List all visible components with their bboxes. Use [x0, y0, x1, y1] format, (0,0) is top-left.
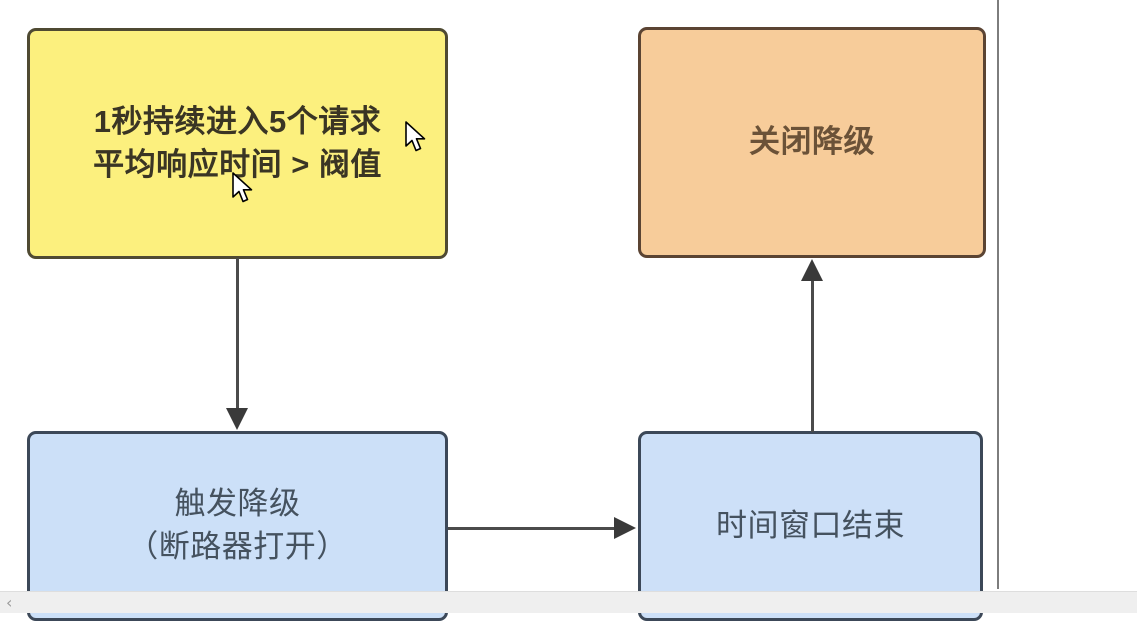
- edge-line: [236, 258, 239, 414]
- edge-line: [811, 280, 814, 432]
- flow-node-window-end[interactable]: 时间窗口结束: [638, 431, 983, 621]
- arrowhead-right-icon: [614, 517, 636, 539]
- edge-line: [448, 527, 620, 530]
- arrowhead-down-icon: [226, 408, 248, 430]
- flow-node-condition[interactable]: 1秒持续进入5个请求 平均响应时间 > 阀值: [27, 28, 448, 259]
- vertical-divider: [997, 0, 999, 589]
- mouse-cursor-primary: [404, 121, 430, 155]
- bottom-bar: ‹: [0, 591, 1137, 613]
- arrowhead-up-icon: [801, 259, 823, 281]
- chevron-left-icon[interactable]: ‹: [6, 593, 13, 612]
- flow-node-close-degrade[interactable]: 关闭降级: [638, 27, 986, 258]
- mouse-cursor-secondary: [231, 172, 257, 206]
- flow-node-trigger-degrade[interactable]: 触发降级 （断路器打开）: [27, 431, 448, 621]
